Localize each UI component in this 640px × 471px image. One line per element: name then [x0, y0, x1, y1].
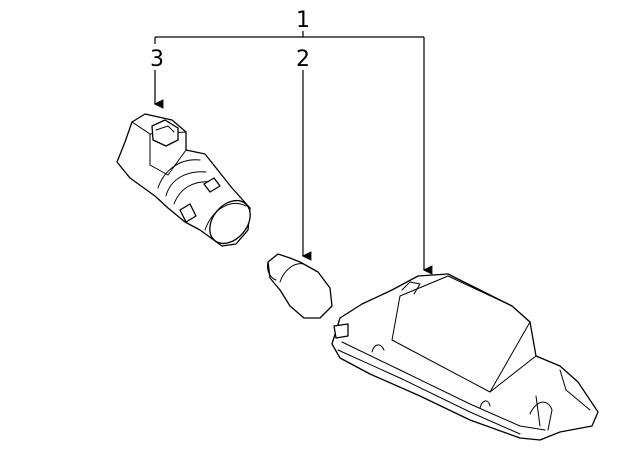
bulb-part — [267, 253, 333, 319]
leader-lines — [153, 31, 433, 275]
lamp-housing-part — [331, 273, 599, 441]
callout-label-3: 3 — [150, 47, 164, 72]
callout-label-1: 1 — [296, 8, 310, 33]
socket-part — [116, 113, 251, 247]
callout-label-2: 2 — [296, 47, 310, 72]
